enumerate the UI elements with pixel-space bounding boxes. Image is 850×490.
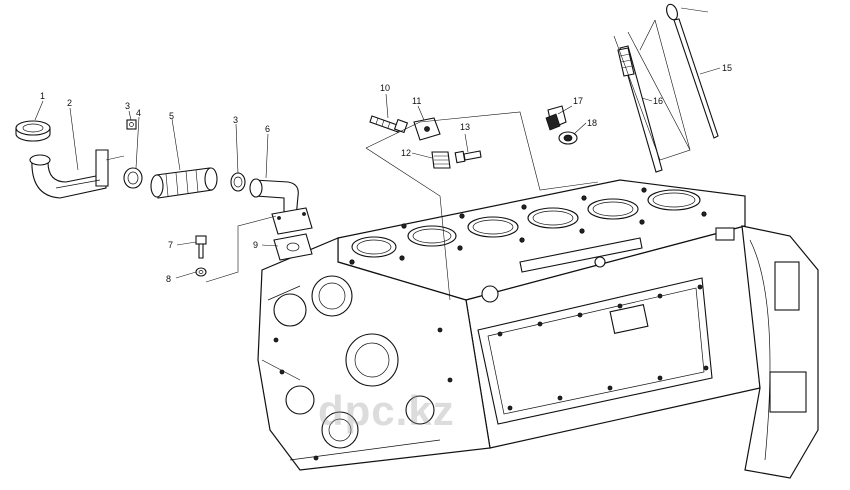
part-12-fitting bbox=[431, 151, 451, 169]
part-7-bolt bbox=[195, 235, 207, 259]
callout-3-clamp: 3 bbox=[233, 115, 238, 125]
callout-5: 5 bbox=[169, 111, 174, 121]
cylinder-block bbox=[257, 179, 819, 479]
callout-17: 17 bbox=[573, 96, 583, 106]
callout-13: 13 bbox=[460, 122, 470, 132]
part-15-dipstick bbox=[666, 3, 719, 139]
part-4-hose-clamp bbox=[123, 167, 143, 189]
watermark: dpc.kz bbox=[318, 387, 455, 434]
callout-15: 15 bbox=[722, 63, 732, 73]
cover-bolts bbox=[497, 284, 709, 411]
part-18-grommet bbox=[558, 131, 578, 145]
callout-8: 8 bbox=[166, 274, 171, 284]
part-2-elbow-pipe bbox=[29, 149, 109, 199]
part-3-hose-clamp bbox=[230, 172, 246, 192]
callout-3-nut: 3 bbox=[125, 101, 130, 111]
callout-12: 12 bbox=[401, 148, 411, 158]
callout-10: 10 bbox=[380, 83, 390, 93]
part-10-stud-bolt bbox=[369, 115, 409, 134]
leader-lines bbox=[34, 7, 721, 301]
callout-4: 4 bbox=[136, 108, 141, 118]
part-17-clip bbox=[545, 105, 567, 131]
callout-1: 1 bbox=[40, 91, 45, 101]
callout-7: 7 bbox=[168, 240, 173, 250]
part-6-elbow-outlet bbox=[249, 178, 313, 235]
callout-6: 6 bbox=[265, 124, 270, 134]
callout-9: 9 bbox=[253, 240, 258, 250]
callout-18: 18 bbox=[587, 118, 597, 128]
callout-labels: 1 2 3 4 5 3 6 7 8 9 10 11 12 13 17 18 16… bbox=[40, 63, 732, 284]
callout-11: 11 bbox=[412, 96, 421, 106]
part-5-hose bbox=[150, 167, 218, 199]
part-9-gasket bbox=[273, 233, 313, 261]
callout-2: 2 bbox=[67, 98, 72, 108]
deck-bolt-holes bbox=[349, 187, 707, 265]
part-13-bolt bbox=[454, 150, 482, 164]
part-8-washer bbox=[195, 267, 207, 277]
part-11-bracket bbox=[413, 117, 441, 141]
part-3-nut bbox=[126, 119, 137, 130]
part-1-seal-ring bbox=[15, 120, 51, 142]
callout-16: 16 bbox=[653, 96, 663, 106]
